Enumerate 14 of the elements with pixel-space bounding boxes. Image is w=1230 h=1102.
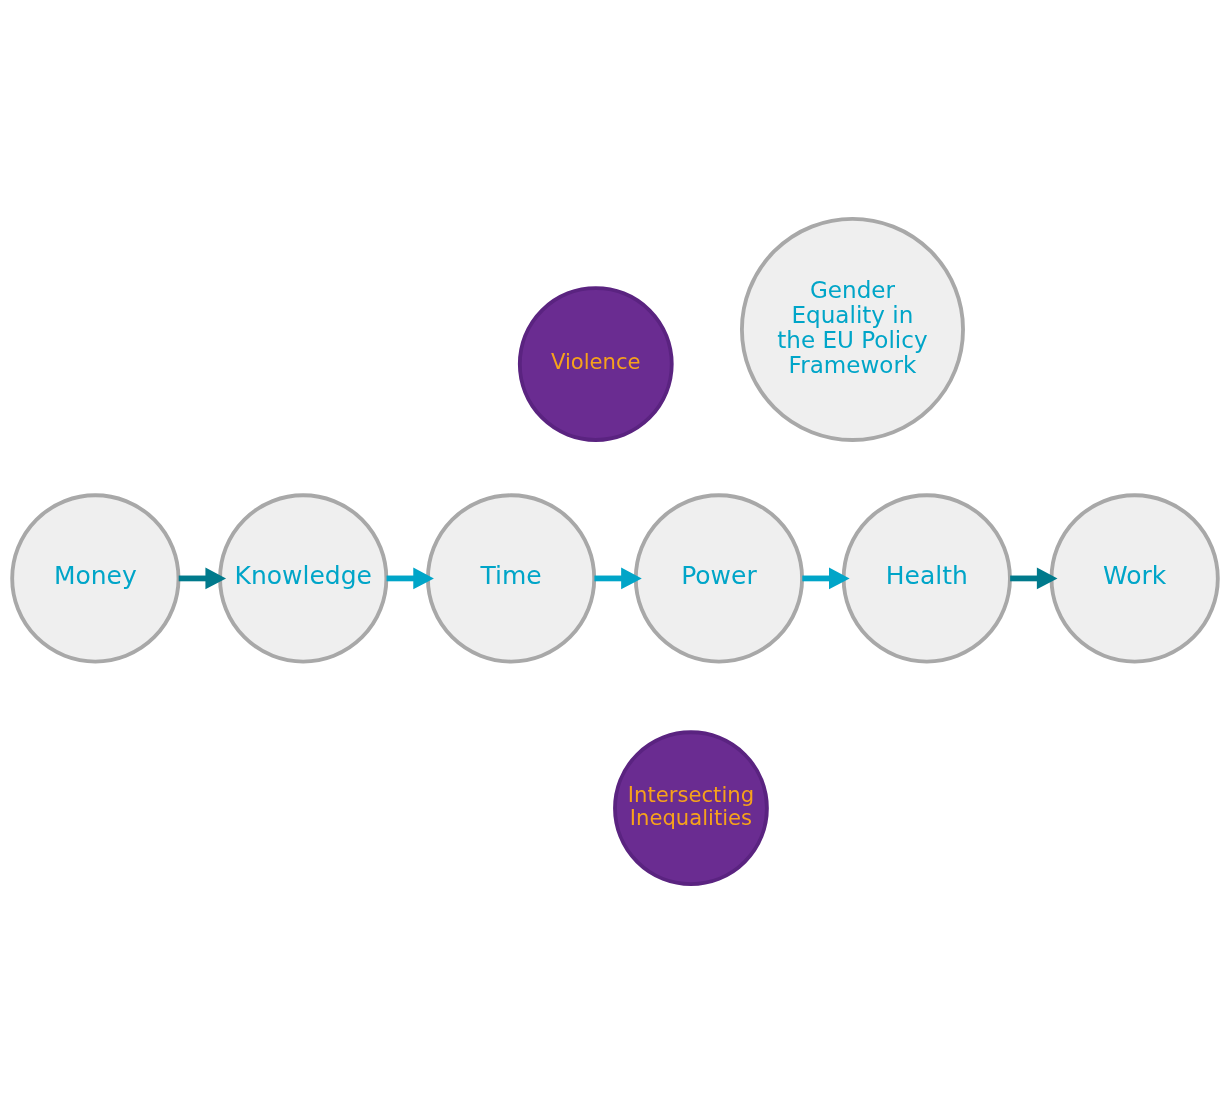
arrow xyxy=(802,567,850,589)
arrow xyxy=(178,567,227,589)
node-circle: Knowledge xyxy=(218,492,389,663)
node-circle: Intersecting Inequalities xyxy=(613,729,769,886)
node-circle: Gender Equality in the EU Policy Framework xyxy=(740,216,965,442)
arrow xyxy=(594,567,642,589)
node-circle: Work xyxy=(1049,492,1220,663)
node-circle: Money xyxy=(10,492,181,663)
arrow xyxy=(386,567,434,589)
node-circle: Power xyxy=(633,492,804,663)
arrow xyxy=(1010,567,1058,589)
node-circle: Time xyxy=(426,492,597,663)
node-circle: Violence xyxy=(517,285,674,442)
node-circle: Health xyxy=(841,492,1012,663)
